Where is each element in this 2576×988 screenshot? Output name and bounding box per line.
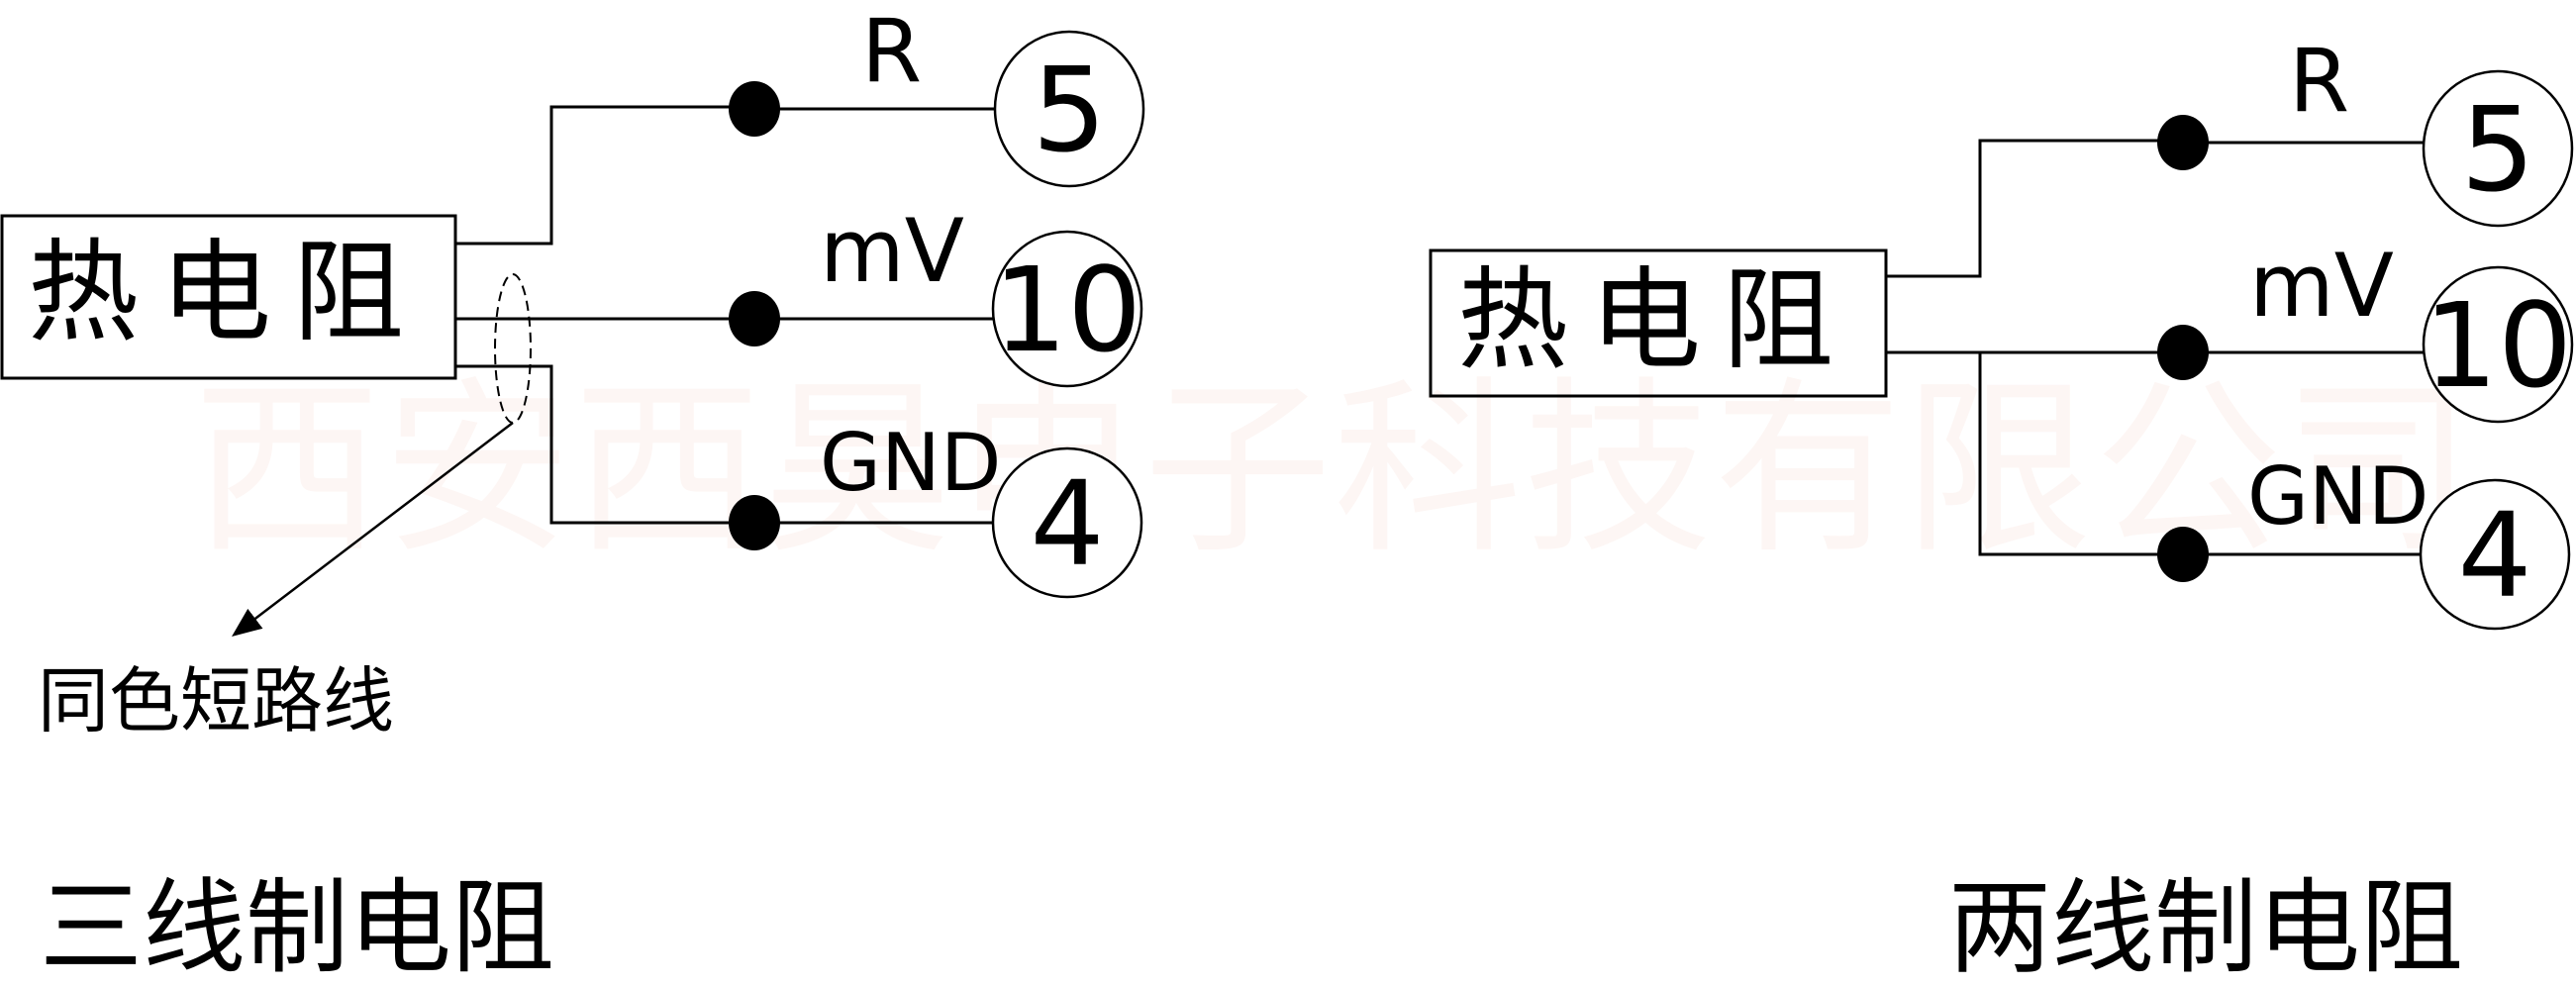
signal-label-gnd-left: GND xyxy=(820,417,1002,509)
arrow-icon xyxy=(232,422,514,638)
terminal-circle-5-left xyxy=(993,30,1145,188)
wire-gnd-right xyxy=(1978,352,2424,556)
rtd-label-left: 热电阻 xyxy=(28,229,426,357)
terminal-circle-4-left xyxy=(991,446,1143,599)
signal-label-mv-left: mV xyxy=(820,200,964,302)
short-circuit-note: 同色短路线 xyxy=(38,659,395,742)
terminal-number-5-right: 5 xyxy=(2460,81,2535,218)
terminal-number-5-left: 5 xyxy=(1032,42,1107,178)
wire-r-right xyxy=(1886,139,2183,278)
junction-dot-mv-left xyxy=(729,291,780,346)
rtd-box-left xyxy=(0,214,457,380)
signal-label-r-left: R xyxy=(861,0,923,102)
signal-label-r-right: R xyxy=(2289,30,2350,132)
terminal-circle-4-right xyxy=(2419,478,2571,631)
two-wire-diagram xyxy=(1429,69,2574,631)
watermark-text: 西安西昊电子科技有限公司 xyxy=(193,360,2475,579)
junction-dot-gnd-right xyxy=(2157,527,2209,582)
wire-r-left xyxy=(455,105,754,246)
signal-label-gnd-right: GND xyxy=(2247,450,2429,543)
rtd-box-right xyxy=(1429,248,1888,398)
signal-label-mv-right: mV xyxy=(2249,235,2394,337)
junction-dot-mv-right xyxy=(2157,325,2209,380)
junction-dot-r-left xyxy=(729,81,780,137)
terminal-number-10-right: 10 xyxy=(2424,277,2573,414)
three-wire-diagram xyxy=(0,30,1145,638)
junction-dot-gnd-left xyxy=(729,495,780,550)
diagram-title-three-wire: 三线制电阻 xyxy=(40,867,555,988)
terminal-circle-10-right xyxy=(2422,265,2574,424)
terminal-circle-5-right xyxy=(2422,69,2574,228)
terminal-number-10-left: 10 xyxy=(993,242,1142,378)
junction-dot-r-right xyxy=(2157,115,2209,170)
short-circuit-ellipse xyxy=(494,273,532,424)
diagram-title-two-wire: 两线制电阻 xyxy=(1948,867,2464,988)
terminal-number-4-right: 4 xyxy=(2457,487,2532,624)
terminal-number-4-left: 4 xyxy=(1030,455,1105,592)
rtd-label-right: 热电阻 xyxy=(1457,256,1855,385)
terminal-circle-10-left xyxy=(991,230,1143,388)
